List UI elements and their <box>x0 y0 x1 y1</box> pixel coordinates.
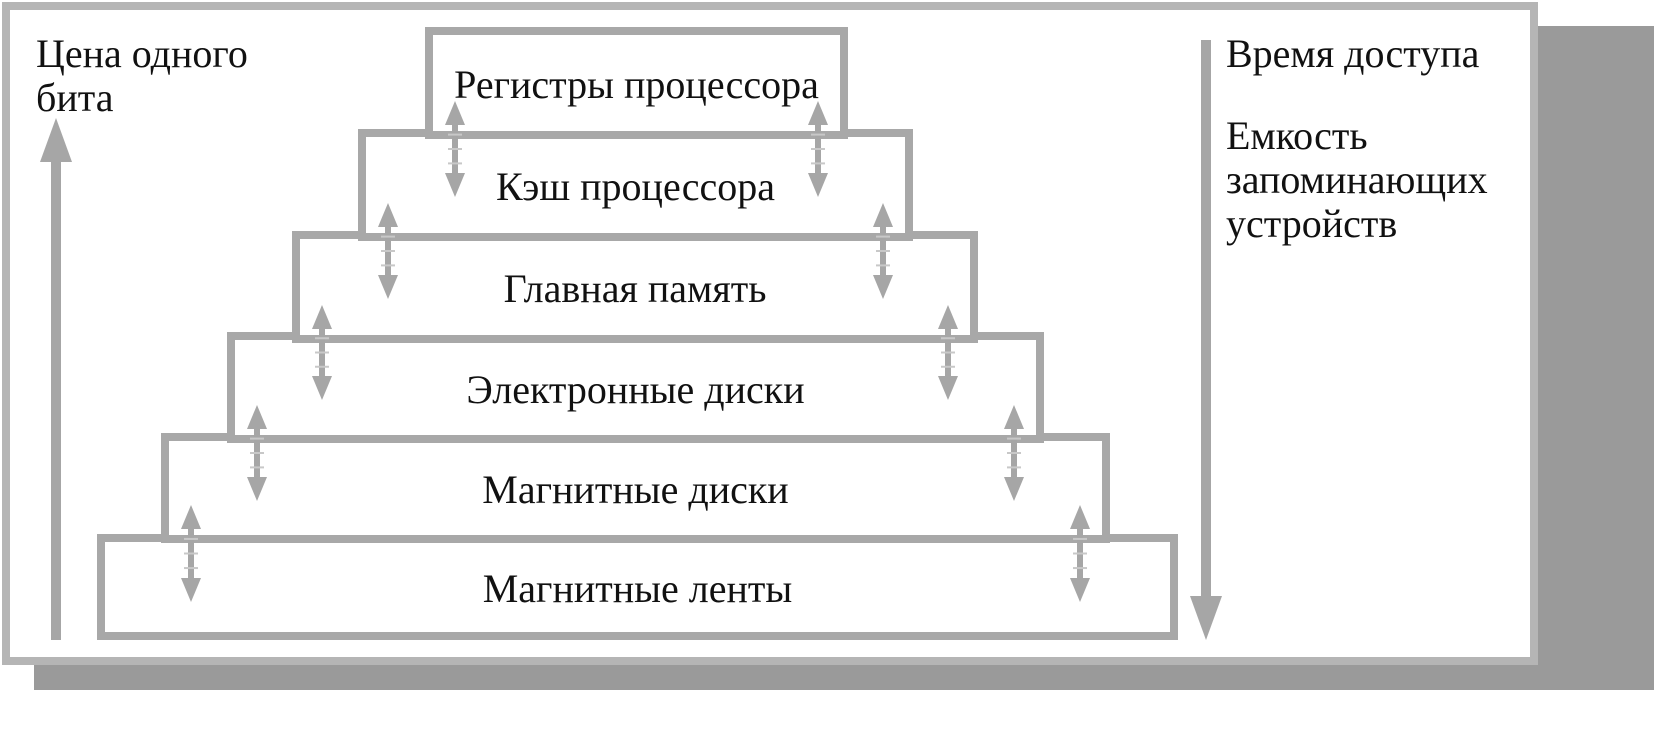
connector-right-3 <box>938 305 958 400</box>
storage-capacity-label: Емкость запоминающих устройств <box>1226 113 1488 246</box>
level-box-4 <box>227 332 1044 443</box>
level-label-1: Регистры процессора <box>454 62 819 107</box>
connector-right-1 <box>808 101 828 197</box>
level-box-6 <box>97 534 1178 640</box>
price-arrow-head <box>40 118 72 162</box>
connector-right-2 <box>873 203 893 299</box>
connector-left-4 <box>247 405 267 501</box>
access-arrow-head <box>1190 596 1222 640</box>
level-label-4: Электронные диски <box>466 366 805 412</box>
level-label-2: Кэш процессора <box>496 164 775 209</box>
level-box-1 <box>425 27 848 139</box>
connector-left-5 <box>181 505 201 602</box>
connector-right-5 <box>1070 505 1090 602</box>
level-label-5: Магнитные диски <box>482 467 789 512</box>
connector-left-3 <box>312 305 332 400</box>
level-box-3 <box>292 231 978 343</box>
level-label-6: Магнитные ленты <box>482 566 793 611</box>
price-per-bit-label: Цена одного бита <box>36 31 248 120</box>
connector-right-4 <box>1004 405 1024 501</box>
level-box-5 <box>161 433 1110 543</box>
access-time-label: Время доступа <box>1226 31 1480 76</box>
connector-left-1 <box>445 101 465 197</box>
connector-left-2 <box>378 203 398 299</box>
level-label-3: Главная память <box>503 266 767 311</box>
